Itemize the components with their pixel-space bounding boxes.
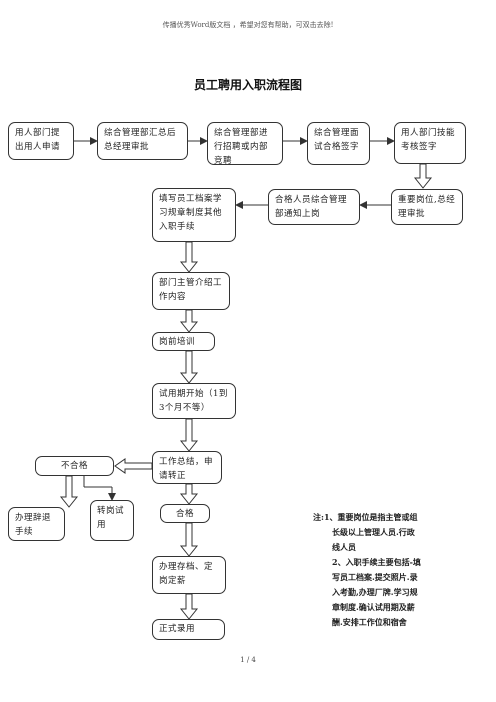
note-line: 章制度.确认试用期及薪 (332, 602, 415, 612)
arrow-tech-to-keypost (413, 163, 433, 189)
arrow-probation-to-summary (179, 418, 199, 452)
node-key-post: 重要岗位,总经理审批 (391, 189, 463, 225)
node-hire: 正式录用 (152, 619, 225, 640)
arrow-pass-to-archive (179, 522, 199, 557)
document-banner: 传播优秀Word版文档 ，希望对您有帮助，可双击去除! (162, 21, 334, 29)
arrow-summary-to-pass (179, 483, 199, 505)
node-resign: 办理辞退手续 (8, 507, 65, 541)
arrow-training-to-probation (179, 350, 199, 384)
node-interview: 综合管理面试合格签字 (307, 122, 370, 165)
node-mgmt-approval: 综合管理部汇总后总经理审批 (97, 122, 188, 160)
node-fail: 不合格 (35, 456, 114, 476)
arrow-intro-to-training (179, 309, 199, 333)
node-dept-tech: 用人部门技能考核签字 (394, 122, 466, 164)
note-line: 线人员 (332, 542, 356, 552)
node-probation: 试用期开始（1到3个月不等） (152, 383, 236, 419)
node-intro: 部门主管介绍工作内容 (152, 272, 230, 310)
node-onboard: 填写员工档案学习规章制度其他入职手续 (152, 188, 236, 242)
page-title: 员工聘用入职流程图 (193, 78, 302, 92)
node-notify: 合格人员综合管理部通知上岗 (268, 189, 360, 225)
node-recruit: 综合管理部进行招聘或内部竞聘 (207, 122, 283, 165)
arrow-onboard-to-intro (179, 241, 199, 273)
node-dept-apply: 用人部门提出用人申请 (8, 122, 74, 160)
note-line: 入考勤,办理厂牌.学习规 (332, 587, 418, 597)
node-training: 岗前培训 (152, 332, 215, 351)
arrow-fail-to-resign (59, 475, 79, 508)
note-line: 长级以上管理人员.行政 (332, 527, 415, 537)
node-summary: 工作总结，申请转正 (152, 451, 222, 484)
footnote: 注:1、重要岗位是指主管或组 长级以上管理人员.行政 线人员 2、入职手续主要包… (313, 510, 443, 630)
node-pass: 合格 (160, 504, 210, 523)
arrow-archive-to-hire (179, 593, 199, 620)
note-line: 2、入职手续主要包括-填 (332, 557, 421, 567)
note-line: 酬.安排工作位和宿舍 (332, 617, 407, 627)
note-line: 写员工档案.提交照片.录 (332, 572, 418, 582)
arrow-summary-to-fail (114, 458, 153, 474)
note-line: 注:1、重要岗位是指主管或组 (313, 512, 418, 522)
page-number: 1 / 4 (240, 656, 256, 664)
node-archive: 办理存档、定岗定薪 (152, 556, 226, 594)
node-transfer: 转岗试用 (90, 500, 134, 541)
